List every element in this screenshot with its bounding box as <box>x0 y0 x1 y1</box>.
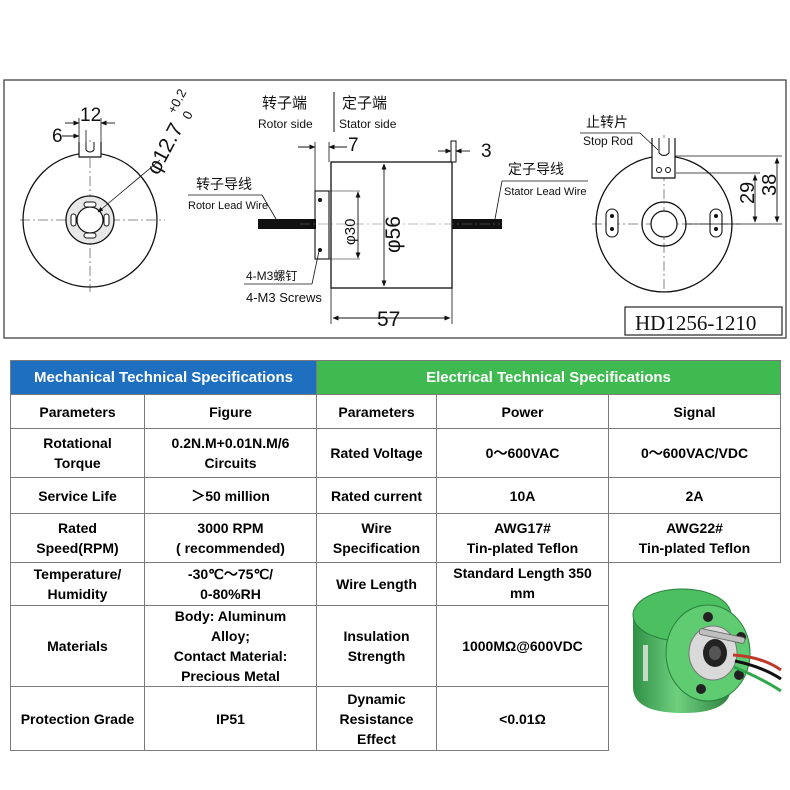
elec-param-cell: Insulation Strength <box>316 605 437 687</box>
label-screws-en: 4-M3 Screws <box>246 290 322 305</box>
dim-slot-width: 12 <box>80 105 101 126</box>
mech-value-cell: ＞50 million <box>144 477 317 514</box>
electrical-spec-header: Electrical Technical Specifications <box>316 360 781 395</box>
signal-value-cell: 2A <box>608 477 781 514</box>
tol-lower: 0 <box>179 108 196 121</box>
dim-length: 57 <box>377 308 400 331</box>
col-header-parameters-electrical: Parameters <box>316 394 437 429</box>
model-code-box <box>624 306 783 336</box>
elec-param-cell: Wire Length <box>316 562 437 606</box>
label-rotor-side-en: Rotor side <box>258 117 313 131</box>
col-header-power: Power <box>436 394 609 429</box>
label-stop-rod-en: Stop Rod <box>583 134 633 148</box>
slip-ring-product-photo <box>613 575 783 725</box>
label-rotor-wire-cn: 转子导线 <box>196 176 252 192</box>
elec-param-cell: Rated current <box>316 477 437 514</box>
label-stator-side-en: Stator side <box>339 117 397 131</box>
dim-slot-offset: 6 <box>52 126 63 147</box>
col-header-parameters: Parameters <box>10 394 145 429</box>
power-value-cell: AWG17# Tin-plated Teflon <box>436 513 609 563</box>
label-rotor-wire-en: Rotor Lead Wire <box>188 200 268 212</box>
dim-stop-thickness: 3 <box>481 141 492 162</box>
elec-param-cell: Wire Specification <box>316 513 437 563</box>
col-header-signal: Signal <box>608 394 781 429</box>
side-view: 转子端 Rotor side 定子端 Stator side 7 3 φ30 <box>188 92 588 331</box>
drawing-frame <box>3 79 787 339</box>
mech-value-cell: IP51 <box>144 686 317 751</box>
label-stator-wire-en: Stator Lead Wire <box>504 186 587 198</box>
mech-param-cell: Materials <box>10 605 145 687</box>
model-code: HD1256-1210 <box>635 311 756 335</box>
dim-29: 29 <box>737 182 759 204</box>
signal-value-cell: AWG22# Tin-plated Teflon <box>608 513 781 563</box>
dim-38: 38 <box>759 174 781 196</box>
mech-value-cell: 3000 RPM ( recommended) <box>144 513 317 563</box>
insulation-value-cell: 1000MΩ@600VDC <box>436 605 609 687</box>
dim-flange-thickness: 7 <box>348 135 359 156</box>
label-stator-wire-cn: 定子导线 <box>508 161 564 177</box>
label-stator-side-cn: 定子端 <box>342 95 387 112</box>
signal-value-cell: 0～600VAC/VDC <box>608 428 781 478</box>
dynamic-resistance-value-cell: <0.01Ω <box>436 686 609 751</box>
mech-param-cell: Protection Grade <box>10 686 145 751</box>
power-value-cell: 10A <box>436 477 609 514</box>
power-value-cell: 0～600VAC <box>436 428 609 478</box>
mech-value-cell: -30℃～75℃/ 0-80%RH <box>144 562 317 606</box>
label-rotor-side-cn: 转子端 <box>262 95 307 112</box>
col-header-figure: Figure <box>144 394 317 429</box>
elec-param-cell: Dynamic Resistance Effect <box>316 686 437 751</box>
elec-param-cell: Rated Voltage <box>316 428 437 478</box>
mech-param-cell: Rotational Torque <box>10 428 145 478</box>
dim-body-diameter: φ56 <box>382 216 405 253</box>
technical-drawing: 12 6 φ12.7 +0.2 0 转子端 Rotor side 定子端 Sta… <box>0 0 790 345</box>
wire-length-value-cell: Standard Length 350 mm <box>436 562 609 606</box>
label-stop-rod-cn: 止转片 <box>586 114 628 130</box>
dim-flange-diameter: φ30 <box>342 219 359 245</box>
right-view: 止转片 Stop Rod 29 38 <box>580 114 782 293</box>
mech-value-cell: 0.2N.M+0.01N.M/6 Circuits <box>144 428 317 478</box>
left-view: 12 6 φ12.7 +0.2 0 <box>20 86 196 292</box>
label-screws-cn: 4-M3螺钉 <box>246 269 297 283</box>
mechanical-spec-header: Mechanical Technical Specifications <box>10 360 317 395</box>
mech-param-cell: Rated Speed(RPM) <box>10 513 145 563</box>
mech-param-cell: Service Life <box>10 477 145 514</box>
mech-param-cell: Temperature/ Humidity <box>10 562 145 606</box>
dim-bore: φ12.7 <box>142 119 188 178</box>
mech-value-cell: Body: Aluminum Alloy; Contact Material: … <box>144 605 317 687</box>
